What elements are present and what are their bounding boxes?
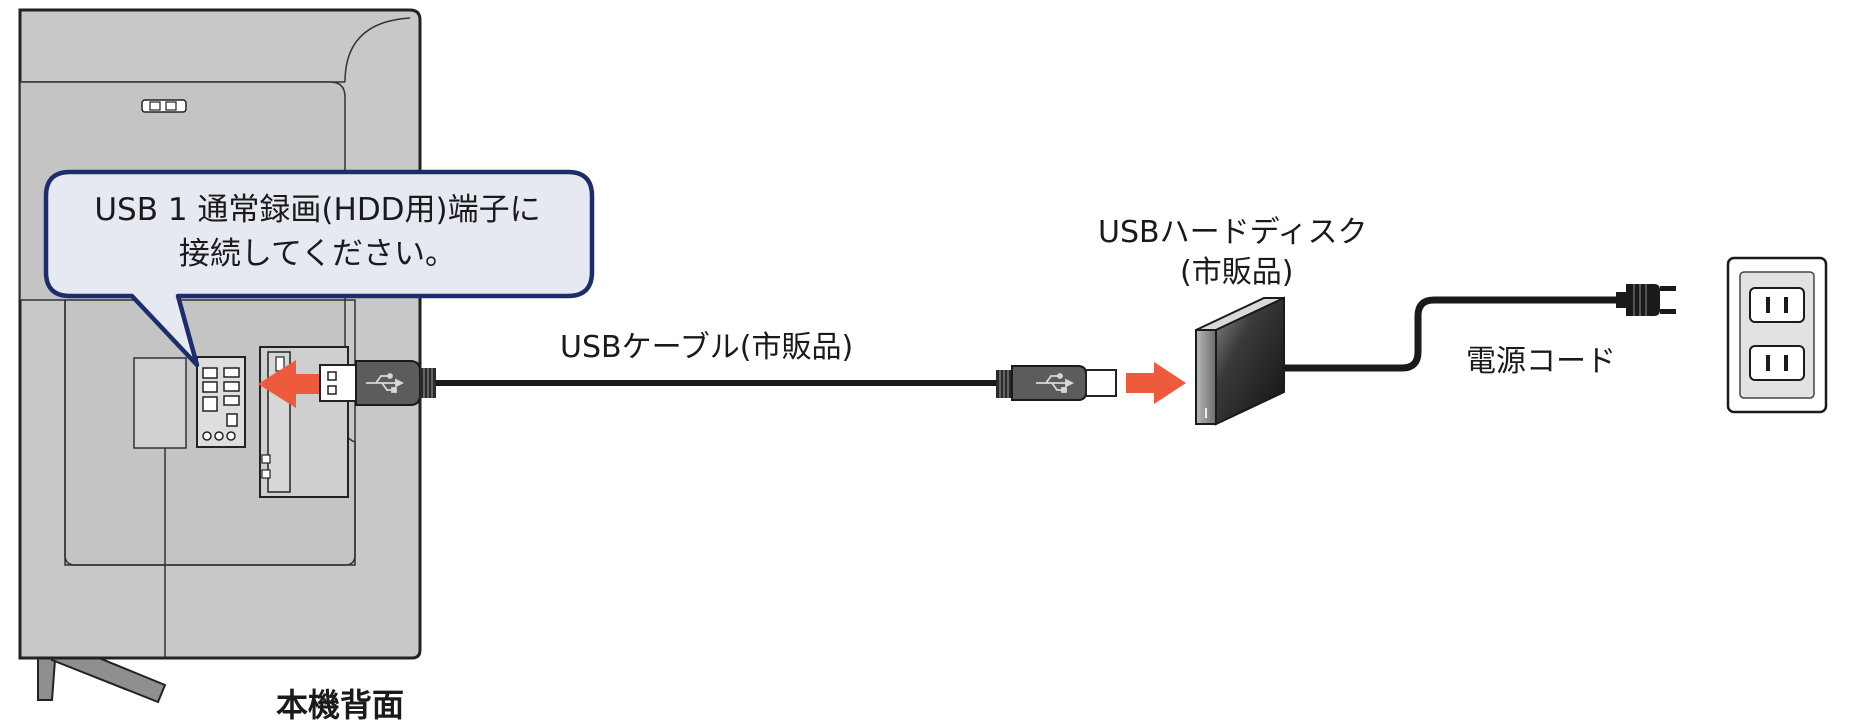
usb-trident-icon (366, 373, 405, 393)
top-connector-icon (141, 99, 187, 113)
usb-b-plug-icon (996, 365, 1117, 401)
tv-back (18, 8, 422, 704)
power-cord-line (1284, 296, 1616, 372)
callout-line-2: 接続してください。 (178, 236, 457, 272)
power-plug-icon (1616, 284, 1676, 316)
usb-cable-label: USBケーブル(市販品) (560, 330, 854, 365)
tv-back-label: 本機背面 (276, 686, 405, 724)
label-plate (133, 357, 187, 449)
insert-arrow-right (1126, 362, 1186, 404)
wall-outlet-icon (1726, 256, 1828, 414)
callout-text: USB 1 通常録画(HDD用)端子に 接続してください。 (40, 188, 595, 276)
insert-arrow-left (258, 360, 320, 408)
hard-disk-icon (1195, 296, 1285, 426)
callout-line-1: USB 1 通常録画(HDD用)端子に (94, 192, 541, 228)
terminal-panel (196, 356, 246, 448)
hdd-title-label: USBハードディスク (1098, 215, 1368, 250)
hdd-sub-label: (市販品) (1180, 255, 1294, 290)
callout-bubble (43, 169, 595, 368)
power-cord-label: 電源コード (1466, 344, 1616, 379)
usb-a-plug-icon (319, 360, 436, 406)
